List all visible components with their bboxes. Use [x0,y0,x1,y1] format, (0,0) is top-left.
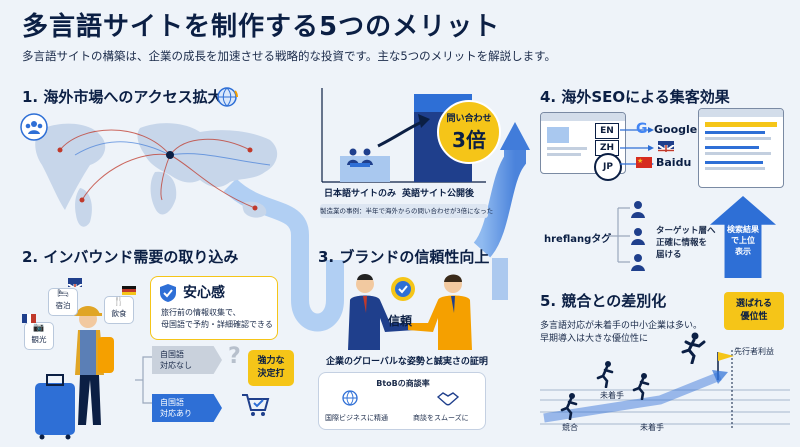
comparison-connector [135,356,157,404]
engine1-label: Google [654,123,698,136]
person-icon-2 [630,227,646,249]
target-line3: 届ける [656,250,682,260]
not-started-label-1: 未着手 [600,391,624,400]
row1-line2: 対応なし [160,361,192,370]
camera-icon: 📷 [33,323,45,333]
race-track [540,350,790,430]
hreflang-label: hreflangタグ [544,234,612,245]
person-icon-3 [630,253,646,275]
trust-label: 信頼 [388,314,413,328]
shield-check-icon [159,283,177,307]
inquiry-bubble-line1: 問い合わせ [446,114,492,124]
section5-text2: 早期導入は大きな優位性に [540,334,649,344]
lang-en-badge: EN [595,123,619,139]
result-line1: 検索結果 [727,225,759,234]
section3-heading: 3. ブランドの信頼性向上 [318,248,490,266]
bar2-label: 英語サイト公開後 [402,189,475,199]
bar1-label: 日本語サイトのみ [324,189,397,199]
page-title: 多言語サイトを制作する5つのメリット [22,12,501,42]
decisive-line1: 強力な [257,356,285,366]
advantage-line1: 選ばれる [735,299,772,309]
tag-dining: 🍴 飲食 [104,296,134,324]
target-line2: 正確に情報を [656,238,708,248]
france-flag-icon [22,314,37,323]
runner-leader-icon [680,332,706,368]
section5-heading: 5. 競合との差別化 [540,292,667,310]
handshake-businessmen-icon [330,268,490,354]
handshake-icon [436,389,460,411]
first-mover-label: 先行者利益 [734,347,774,356]
advantage-badge: 選ばれる 優位性 [724,292,784,330]
btob-item2: 商談をスムーズに [413,414,469,422]
btob-card: BtoBの商談率 国際ビジネスに精通 商談をスムーズに [318,372,486,430]
chart-caption: 製造業の事例：半年で海外からの問い合わせが3倍になった [320,204,493,218]
row-no-native-language: 自国語 対応なし [152,346,222,374]
btob-title: BtoBの商談率 [376,379,430,388]
person-icon-1 [630,200,646,222]
globe-refresh-icon [215,85,239,113]
section2-heading: 2. インバウンド需要の取り込み [22,248,239,266]
runner-icon-4 [560,392,582,424]
target-branch [608,207,630,263]
china-flag-icon: ★ [636,157,652,168]
row2-line2: 対応あり [160,409,192,418]
btob-item1: 国際ビジネスに精通 [325,414,388,422]
tag-sightseeing: 📷 観光 [24,322,54,350]
peace-of-mind-text2: 母国語で予約・詳細確認できる [161,320,273,329]
search-results-window [698,108,784,188]
engine3-label: Baidu [656,156,692,169]
not-started-label-2: 未着手 [640,423,664,432]
bed-icon: 🛏 [57,289,69,299]
decisive-badge: 強力な 決定打 [248,350,294,386]
row1-line1: 自国語 [160,350,184,359]
tag-lodging: 🛏 宿泊 [48,288,78,316]
section1-heading: 1. 海外市場へのアクセス拡大 [22,88,223,106]
section5-text1: 多言語対応が未着手の中小企業は多い。 [540,321,703,331]
inquiry-bubble: 問い合わせ 3倍 [437,100,501,164]
advantage-line2: 優位性 [740,312,768,322]
tag-dining-label: 飲食 [111,309,127,318]
decisive-line2: 決定打 [257,369,285,379]
question-mark-icon: ? [228,344,241,369]
peace-of-mind-card: 安心感 旅行前の情報収集で、 母国語で予約・詳細確認できる [150,276,278,340]
section3-caption: 企業のグローバルな姿勢と誠実さの証明 [326,357,488,367]
runner-icon-2 [596,360,618,392]
check-badge-icon [388,274,418,308]
section4-heading: 4. 海外SEOによる集客効果 [540,88,730,106]
peace-of-mind-text1: 旅行前の情報収集で、 [161,308,241,317]
lang-jp-badge: JP [594,153,622,181]
meeting-people-icon [345,145,375,173]
uk-flag-icon [68,278,82,287]
world-map [35,123,278,227]
row-native-language: 自国語 対応あり [152,394,222,422]
tag-lodging-label: 宿泊 [55,301,71,310]
row2-line1: 自国語 [160,398,184,407]
users-group-icon [20,113,48,145]
peace-of-mind-title: 安心感 [183,285,225,301]
target-line1: ターゲット層へ [656,226,716,236]
traveler-icon [20,275,130,444]
shopping-cart-icon [240,392,270,422]
globe-icon [341,389,359,411]
google-icon: G [636,121,648,137]
dining-icon: 🍴 [113,297,125,307]
result-line3: 表示 [735,247,751,256]
tag-sightseeing-label: 観光 [31,335,47,344]
runner-icon-3 [632,372,654,404]
inquiry-bubble-line2: 3倍 [452,128,486,152]
page-subtitle: 多言語サイトの構築は、企業の成長を加速させる戦略的な投資です。主な5つのメリット… [22,49,557,63]
competitor-label: 競合 [562,423,578,432]
result-line2: で上位 [731,236,755,245]
germany-flag-icon [122,286,136,295]
uk-flag-icon-engine [658,141,674,152]
